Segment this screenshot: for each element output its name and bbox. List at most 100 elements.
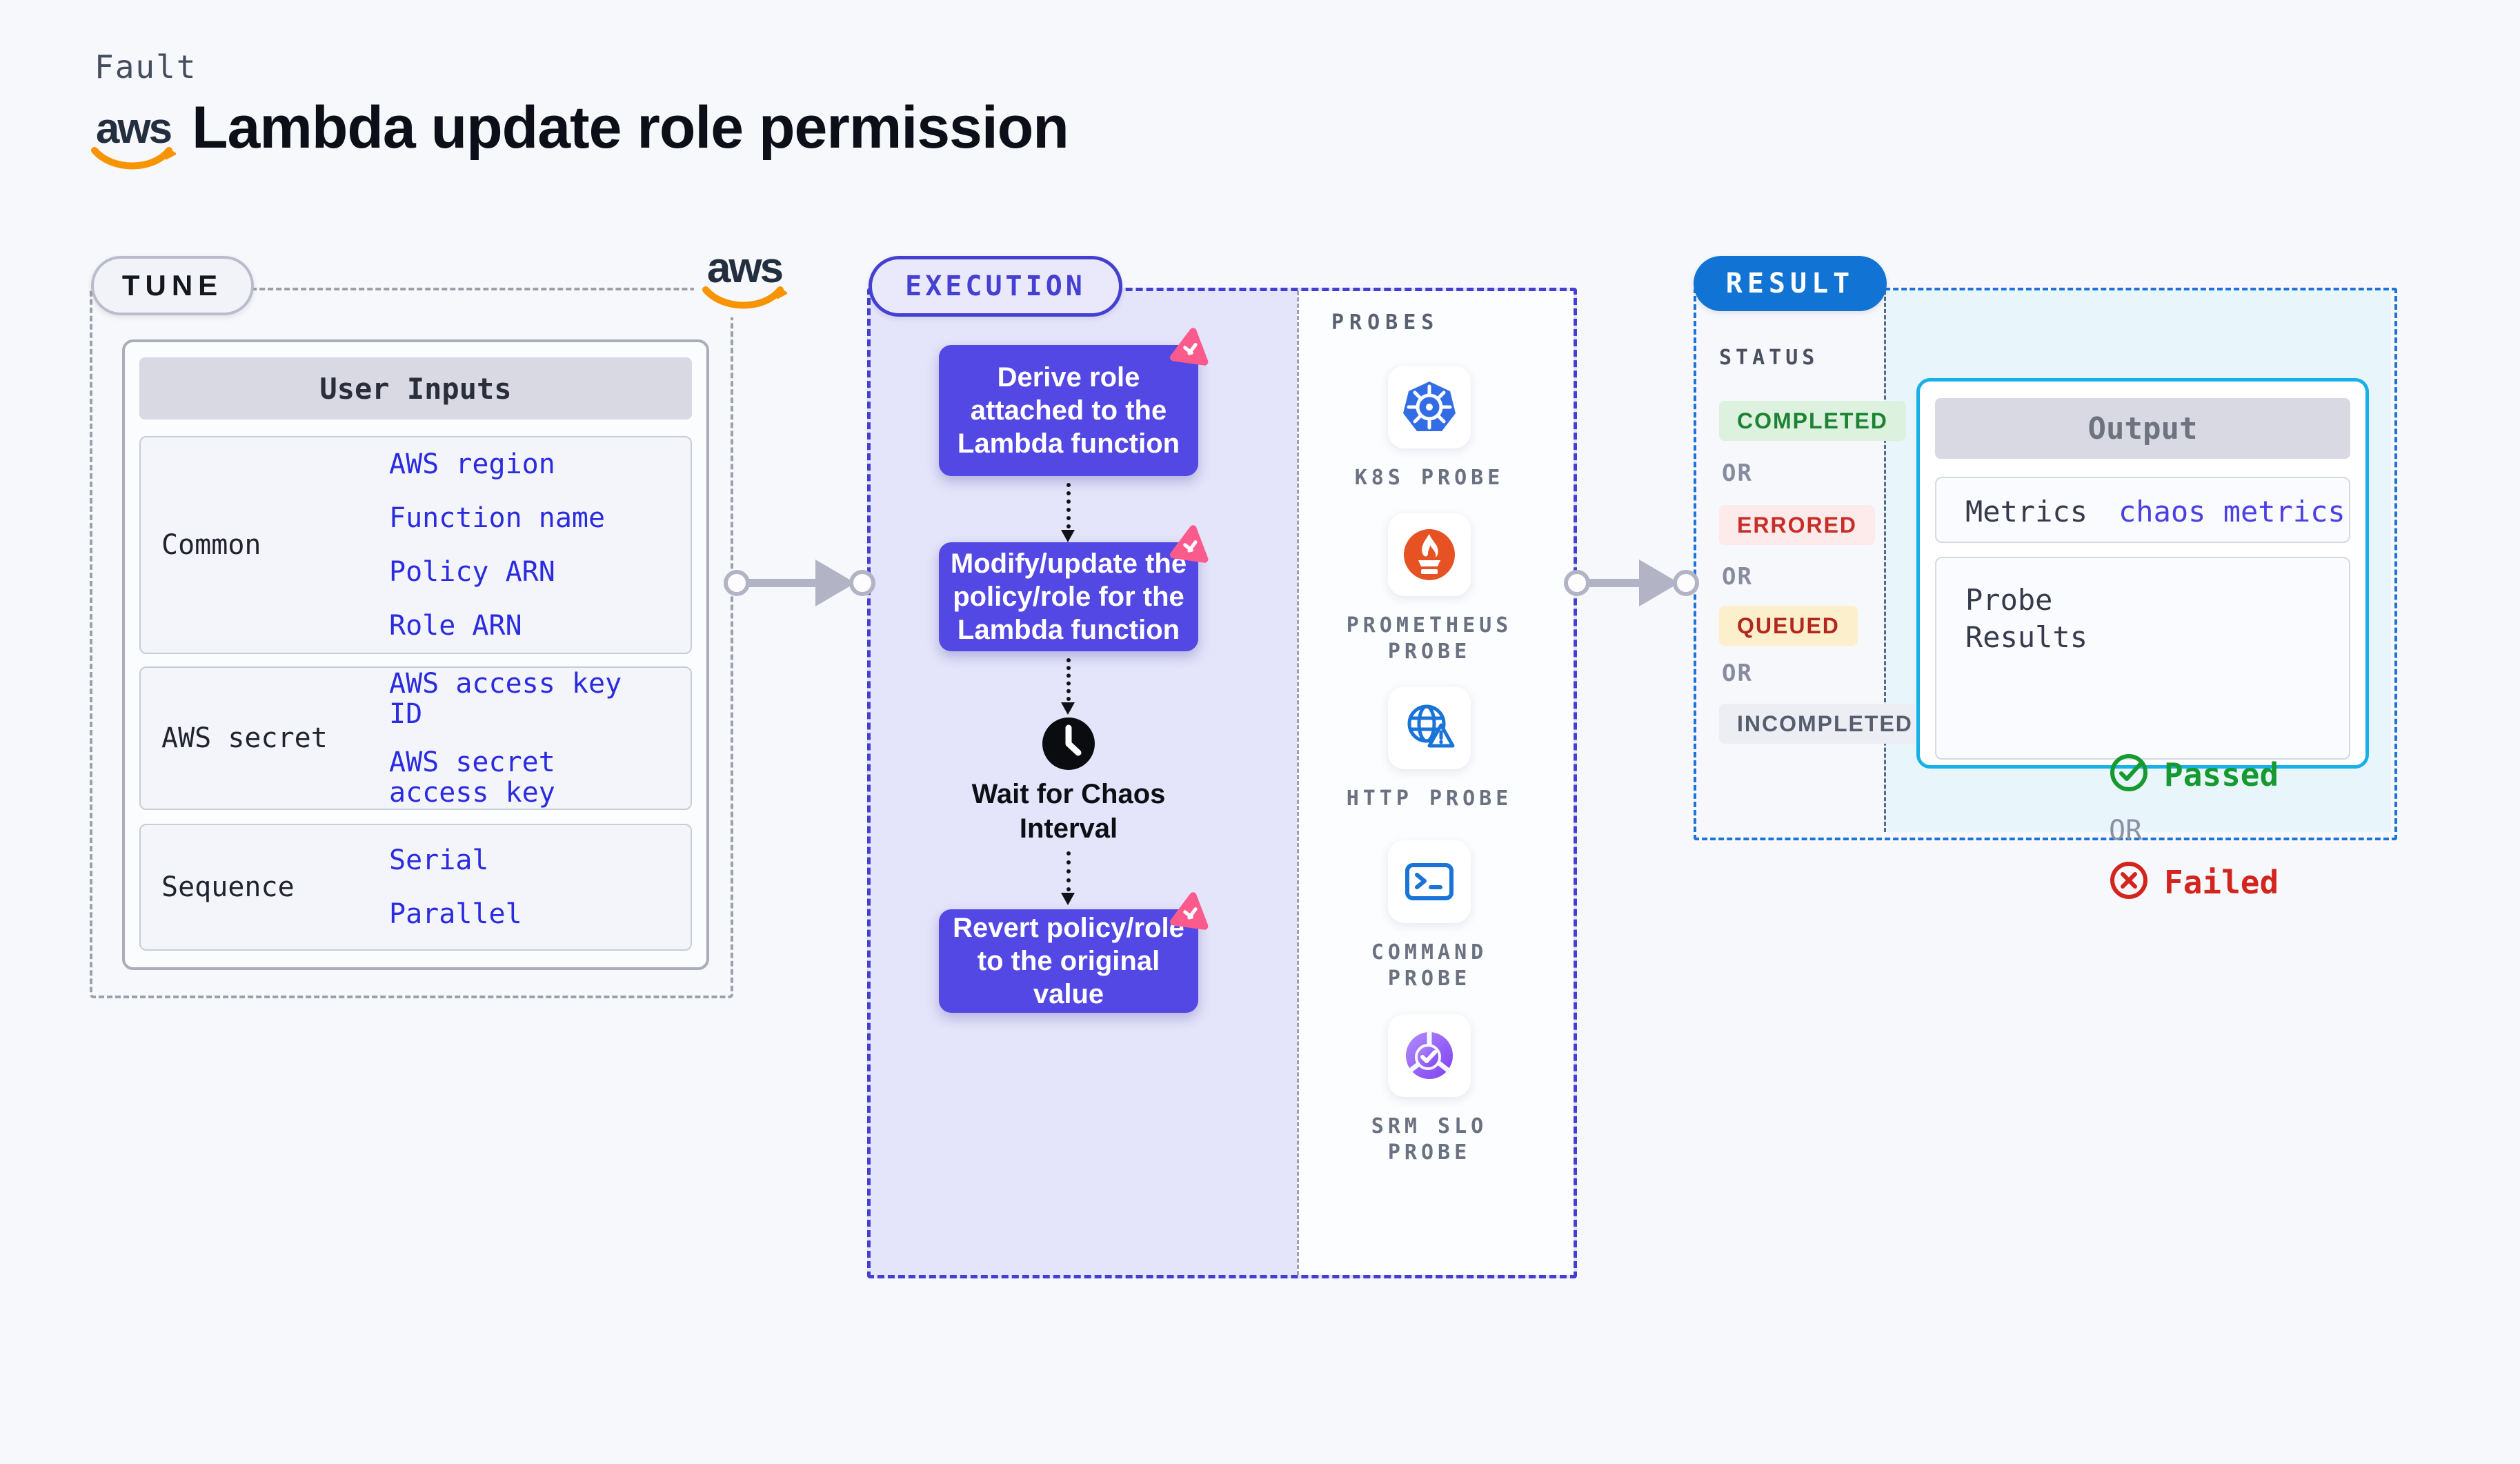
- probe-label-line: PROMETHEUS: [1346, 613, 1513, 637]
- user-inputs-row-common: Common AWS region Function name Policy A…: [139, 436, 692, 654]
- k8s-probe-card: [1388, 366, 1471, 448]
- status-title: STATUS: [1719, 346, 1819, 370]
- fault-eyebrow-label: Fault: [95, 48, 197, 86]
- chaos-metrics-link[interactable]: chaos metrics: [2119, 495, 2345, 528]
- aws-logo-small: aws: [694, 246, 795, 317]
- probe-label-line: HTTP PROBE: [1346, 787, 1513, 811]
- execution-section-pill: EXECUTION: [869, 256, 1122, 317]
- probes-title: PROBES: [1331, 310, 1440, 335]
- row-label: Common: [161, 529, 261, 561]
- status-or-label: OR: [1722, 459, 1753, 487]
- status-badge-completed: COMPLETED: [1719, 401, 1906, 441]
- row-label: Sequence: [161, 871, 295, 903]
- dotted-connector: [1066, 658, 1071, 701]
- dotted-connector: [1066, 483, 1071, 528]
- aws-smile-icon: [91, 147, 176, 170]
- input-policy-arn: Policy ARN: [389, 556, 555, 588]
- connector-start-dot: [724, 570, 750, 596]
- connector-arrowhead-icon: [815, 560, 855, 606]
- srm-slo-probe-card: [1388, 1014, 1471, 1097]
- probe-results-or-label: OR: [2109, 815, 2143, 847]
- status-or-label: OR: [1722, 660, 1753, 687]
- http-probe-card: [1388, 686, 1471, 769]
- chaos-icon: [1170, 525, 1209, 563]
- step-label: Revert policy/role to the original value: [953, 913, 1184, 1009]
- failed-x-icon: [2110, 862, 2147, 899]
- passed-label: Passed: [2164, 756, 2279, 793]
- result-section-pill: RESULT: [1694, 256, 1887, 311]
- probe-label-line: COMMAND: [1371, 940, 1488, 965]
- user-inputs-row-sequence: Sequence Serial Parallel: [139, 824, 692, 951]
- probe-label: PROMETHEUS PROBE: [1298, 613, 1560, 665]
- connector-end-dot: [849, 570, 875, 596]
- page-title: Lambda update role permission: [192, 95, 1069, 161]
- output-header: Output: [1935, 398, 2350, 459]
- connector-arrowhead-icon: [1639, 560, 1679, 606]
- dotted-arrowhead-icon: [1061, 893, 1075, 905]
- connector-line: [1587, 579, 1640, 587]
- probe-label-line: SRM SLO: [1371, 1114, 1488, 1138]
- dotted-arrowhead-icon: [1061, 530, 1075, 542]
- probe-label: K8S PROBE: [1298, 465, 1560, 491]
- step-label: Modify/update the policy/role for the La…: [950, 548, 1187, 645]
- probe-label-line: PROBE: [1387, 640, 1471, 664]
- prometheus-probe-card: [1388, 513, 1471, 596]
- kubernetes-icon: [1403, 382, 1456, 431]
- aws-logo-text: aws: [95, 105, 172, 152]
- slo-pie-check-icon: [1406, 1029, 1453, 1079]
- user-inputs-header: User Inputs: [139, 357, 692, 419]
- row-values: Serial Parallel: [389, 825, 691, 949]
- probe-results-label: Probe Results: [1965, 583, 2088, 654]
- input-aws-region: AWS region: [389, 448, 555, 480]
- user-inputs-row-aws-secret: AWS secret AWS access key ID AWS secret …: [139, 666, 692, 810]
- step-derive-role: Derive role attached to the Lambda funct…: [939, 328, 1209, 476]
- chaos-icon: [1170, 892, 1209, 930]
- aws-smile-icon: [702, 286, 787, 309]
- probe-results-row: Probe Results Passed OR Failed: [1935, 557, 2350, 901]
- metrics-label: Metrics: [1965, 495, 2088, 528]
- failed-label: Failed: [2164, 864, 2279, 901]
- probe-label: SRM SLO PROBE: [1298, 1114, 1560, 1166]
- clock-icon: [1042, 718, 1095, 770]
- tune-section-frame: [90, 288, 733, 998]
- probe-label-line: PROBE: [1387, 967, 1471, 991]
- tune-section-pill: TUNE: [91, 256, 254, 315]
- result-section-frame: [1694, 288, 2397, 840]
- wait-for-chaos-interval-label: Wait for Chaos Interval: [971, 779, 1166, 844]
- row-values: AWS access key ID AWS secret access key: [389, 668, 691, 809]
- step-label: Derive role attached to the Lambda funct…: [957, 362, 1180, 459]
- aws-logo-text: aws: [706, 244, 784, 292]
- dotted-connector: [1066, 851, 1071, 891]
- aws-logo: aws: [88, 105, 178, 175]
- status-badge-errored: ERRORED: [1719, 505, 1876, 545]
- status-or-label: OR: [1722, 563, 1753, 591]
- probe-label-line: PROBE: [1387, 1140, 1471, 1165]
- user-inputs-card: User Inputs Common AWS region Function n…: [122, 339, 709, 970]
- passed-check-icon: [2110, 754, 2147, 791]
- input-function-name: Function name: [389, 502, 606, 534]
- step-revert-policy: Revert policy/role to the original value: [939, 892, 1209, 1013]
- command-probe-card: [1388, 840, 1471, 923]
- metrics-row: Metrics chaos metrics: [1935, 477, 2350, 543]
- connector-start-dot: [1564, 570, 1590, 596]
- terminal-icon: [1405, 863, 1454, 900]
- status-badge-queued: QUEUED: [1719, 606, 1858, 646]
- input-parallel: Parallel: [389, 898, 522, 930]
- input-role-arn: Role ARN: [389, 610, 522, 642]
- input-aws-access-key-id: AWS access key ID: [389, 668, 622, 730]
- globe-warning-icon: [1407, 704, 1455, 748]
- status-badge-incompleted: INCOMPLETED: [1719, 704, 1931, 744]
- probe-label-line: K8S PROBE: [1354, 466, 1505, 490]
- row-label: AWS secret: [161, 722, 328, 754]
- probe-label: HTTP PROBE: [1298, 786, 1560, 812]
- output-card: Output Metrics chaos metrics Probe Resul…: [1916, 378, 2369, 901]
- probes-panel: [1297, 291, 1574, 1275]
- connector-line: [746, 579, 817, 587]
- row-values: AWS region Function name Policy ARN Role…: [389, 437, 691, 653]
- prometheus-icon: [1404, 529, 1455, 580]
- connector-end-dot: [1673, 570, 1699, 596]
- input-aws-secret-access-key: AWS secret access key: [389, 746, 555, 809]
- step-modify-policy: Modify/update the policy/role for the La…: [939, 525, 1209, 651]
- dotted-arrowhead-icon: [1061, 702, 1075, 715]
